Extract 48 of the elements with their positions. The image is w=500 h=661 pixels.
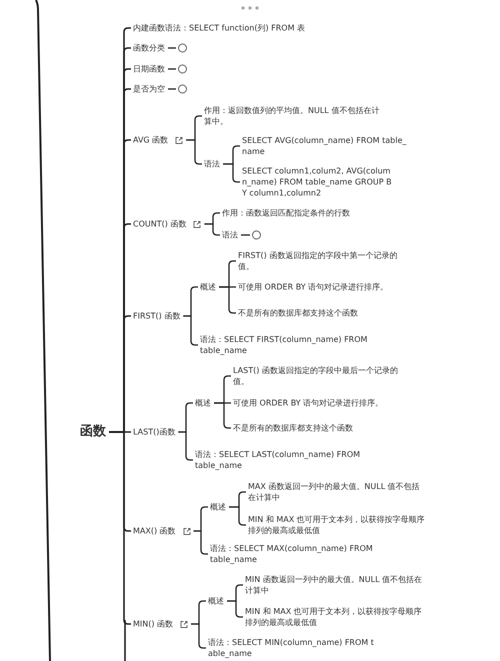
topic-label: MIN() 函数	[133, 620, 174, 628]
topic-label: 语法	[222, 230, 238, 240]
connector-line	[204, 223, 220, 236]
topic-label: 语法：SELECT MAX(column_name) FROM table_name	[210, 543, 378, 565]
connector-line	[168, 47, 176, 49]
topic-label: AVG 函数	[133, 136, 168, 144]
topic-label: 函数分类	[133, 42, 165, 54]
topic-label: 概述	[195, 398, 211, 408]
topic-label: 语法：SELECT FIRST(column_name) FROM table_name	[200, 334, 368, 356]
topic-label: 概述	[200, 282, 216, 292]
connector-line	[186, 139, 202, 165]
topic-label: 不是所有的数据库都支持这个函数	[238, 308, 416, 318]
collapse-circle	[178, 44, 187, 52]
topic-label: LAST()函数	[133, 426, 176, 438]
topic-label: 作用：返回数值列的平均值。NULL 值不包括在计算中。	[204, 105, 382, 127]
connector-line	[227, 600, 243, 618]
topic-label: 不是所有的数据库都支持这个函数	[233, 422, 411, 434]
connector-line	[229, 506, 246, 526]
topic-label: 作用：函数返回匹配指定条件的行数	[222, 208, 350, 218]
topic-label: 概述	[210, 502, 226, 512]
collapse-circle	[178, 84, 187, 94]
topic-label: MAX() 函数	[133, 526, 176, 536]
topic-label: 语法	[204, 158, 220, 170]
topic-label: 日期函数	[133, 64, 165, 74]
collapse-circle	[178, 64, 187, 74]
connector-line	[241, 234, 250, 236]
topic-label: MIN 和 MAX 也可用于文本列，以获得按字母顺序排列的最高或最低值	[245, 606, 423, 628]
topic-label: 可使用 ORDER BY 语句对记录进行排序。	[238, 282, 388, 292]
topic-label: 概述	[208, 596, 224, 606]
topic-label: FIRST() 函数返回指定的字段中第一个记录的值。	[238, 250, 410, 272]
topic-label: MIN 函数返回一列中的最大值。NULL 值不包括在计算中	[245, 574, 423, 596]
topic-label: 语法：SELECT LAST(column_name) FROM table_name	[195, 449, 363, 471]
topic-label: 可使用 ORDER BY 语句对记录进行排序。	[233, 398, 384, 408]
topic-label: MAX 函数返回一列中的最大值。NULL 值不包括在计算中	[248, 481, 426, 503]
root-topic: 函数	[80, 424, 106, 440]
collapse-circle	[252, 230, 261, 240]
topic-label: 语法：SELECT MIN(column_name) FROM table_name	[208, 637, 376, 659]
connector-line	[223, 163, 240, 183]
topic-label: LAST() 函数返回指定的字段中最后一个记录的值。	[233, 365, 405, 387]
topic-label: COUNT() 函数	[133, 220, 186, 228]
topic-label: 是否为空	[133, 84, 165, 94]
topic-label: 内建函数语法：SELECT function(列) FROM 表	[133, 22, 306, 34]
connector-line	[168, 88, 176, 90]
topic-label: SELECT AVG(column_name) FROM table_name	[242, 135, 410, 157]
topic-label: FIRST() 函数	[133, 310, 180, 322]
topic-label: SELECT column1,colum2, AVG(column_name) FROM table_name GROUP BY column1,column2	[242, 166, 394, 198]
connector-line	[168, 68, 176, 70]
topic-label: MIN 和 MAX 也可用于文本列，以获得按字母顺序排列的最高或最低值	[248, 514, 426, 536]
